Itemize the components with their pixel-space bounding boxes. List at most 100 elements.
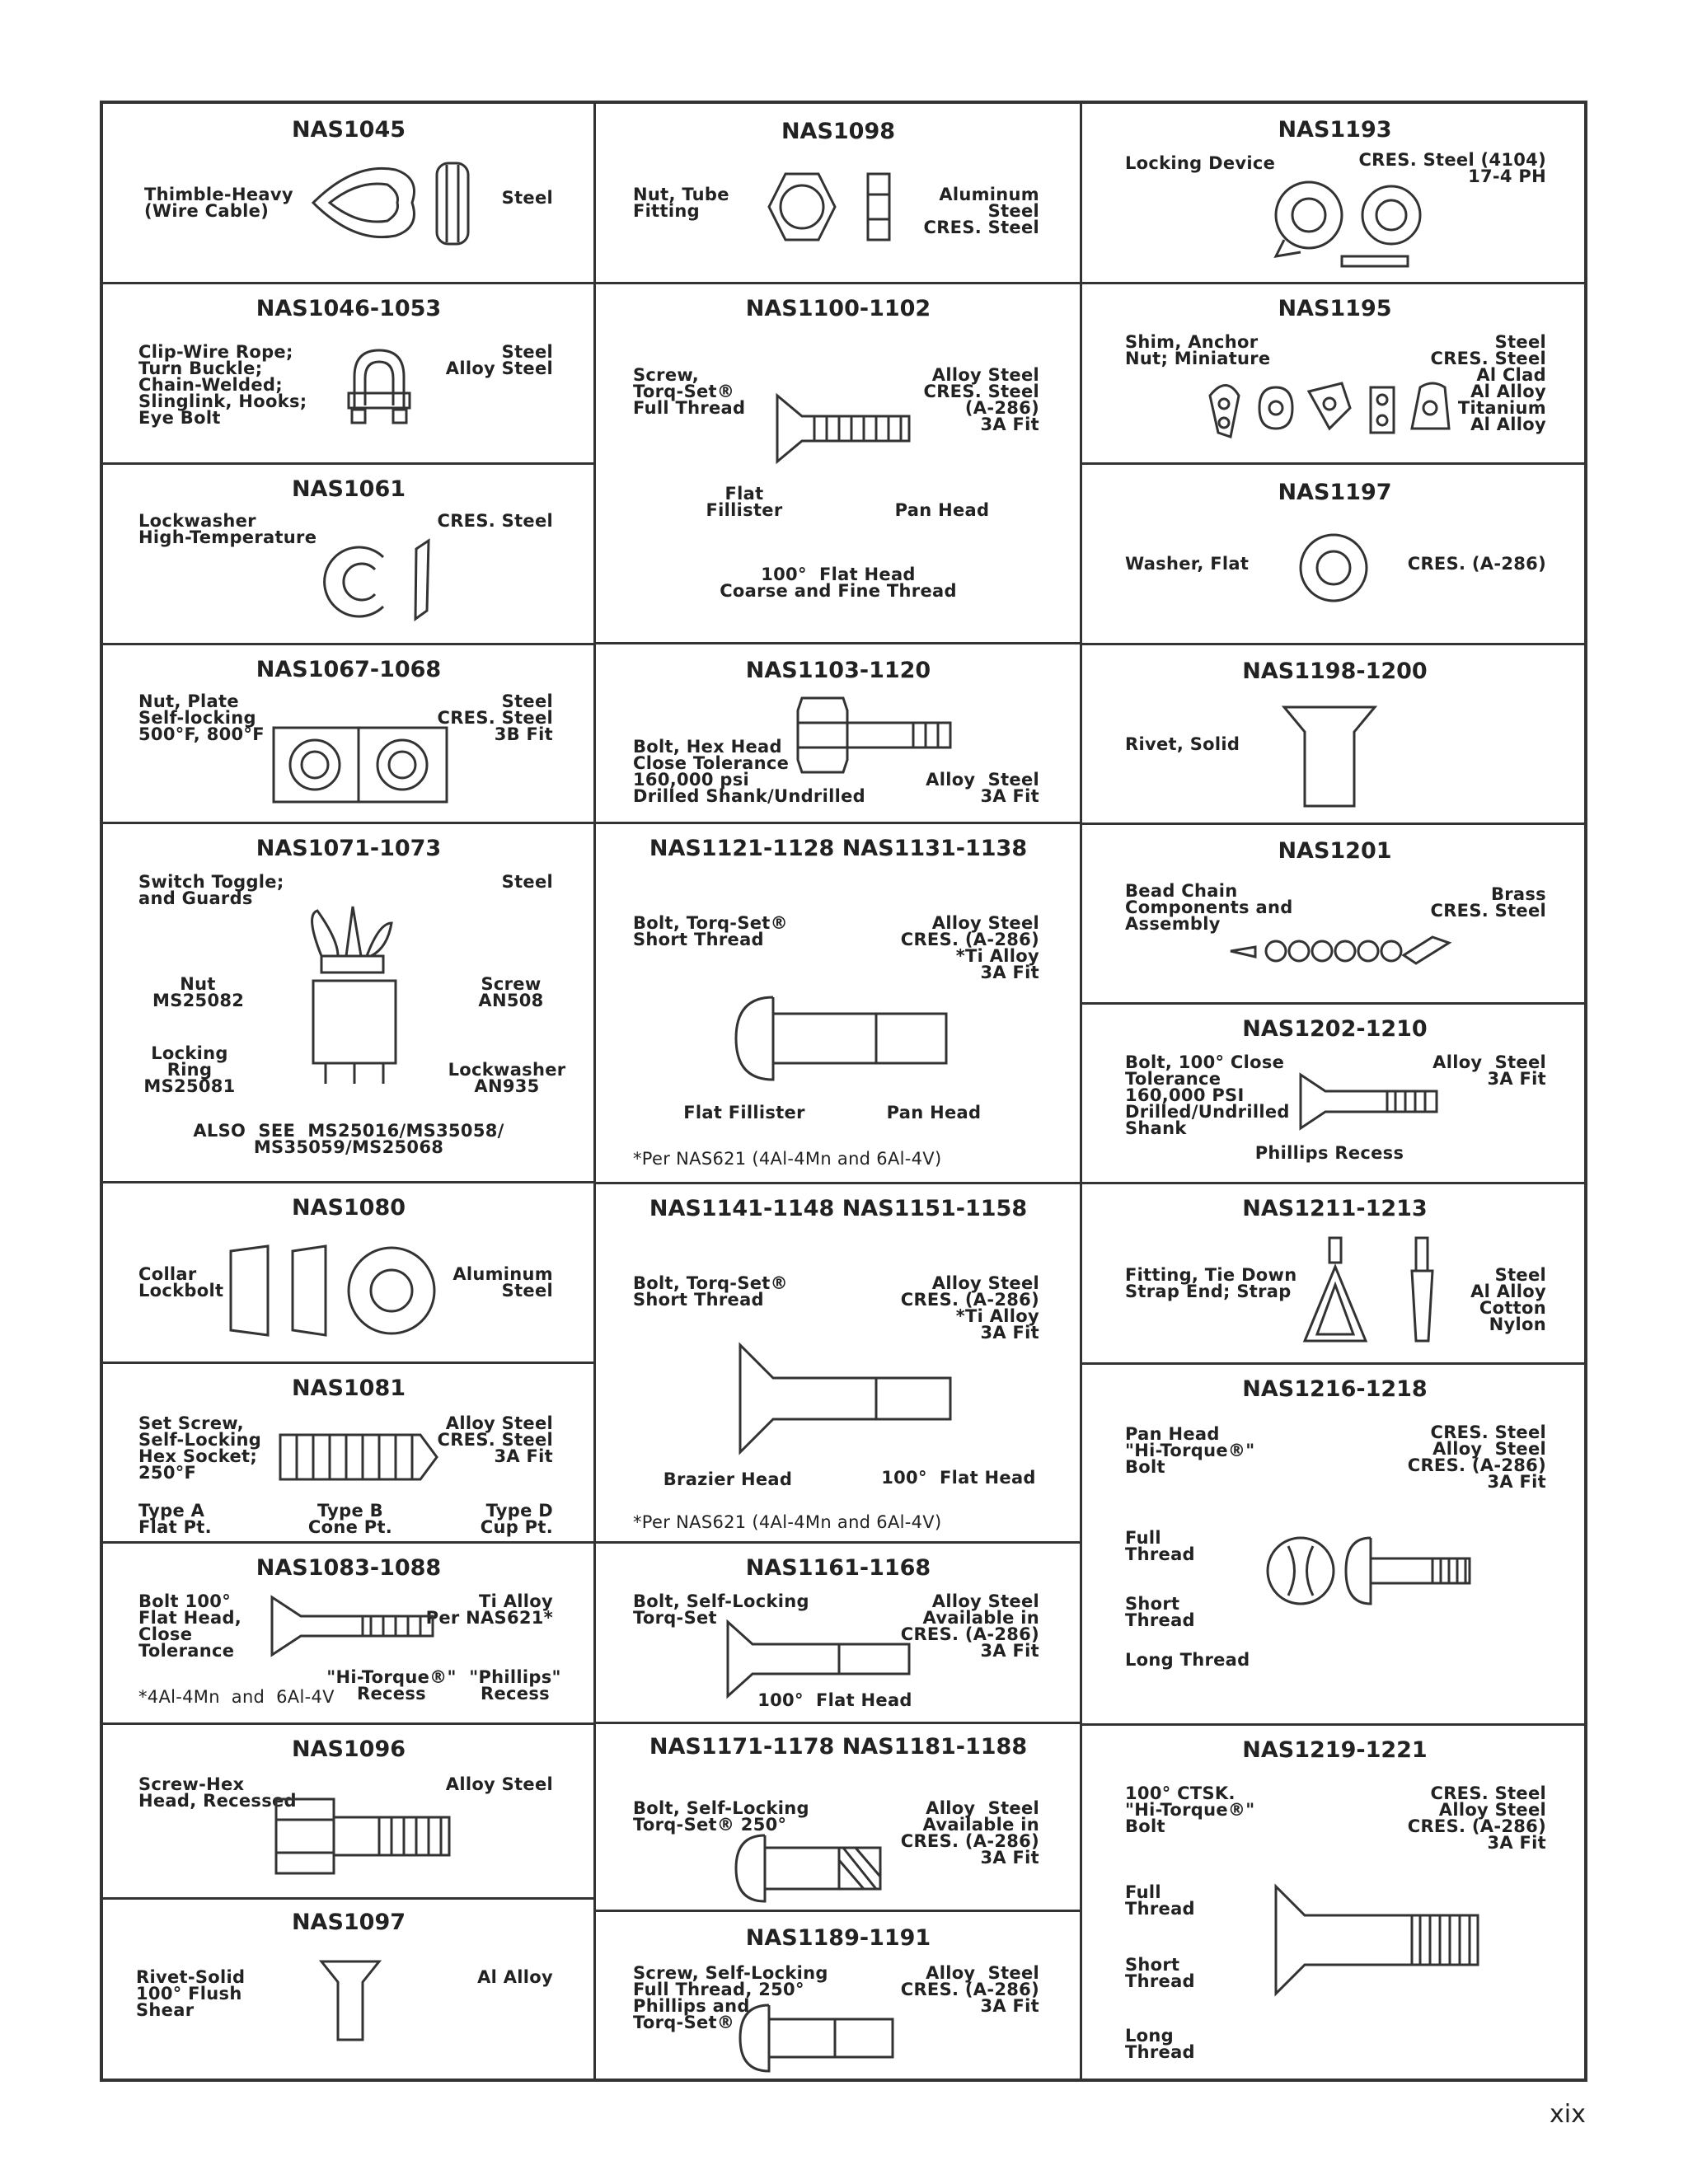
part-material: Ti Alloy Per NAS621* xyxy=(425,1591,553,1628)
close-tolerance-bolt-illustration xyxy=(1299,1072,1438,1131)
cell-nas1103-1120: NAS1103-1120 Bolt, Hex Head Close Tolera… xyxy=(596,644,1081,824)
part-description: Bolt, Torq-Set® Short Thread xyxy=(633,1273,788,1310)
part-material: CRES. Steel xyxy=(437,511,553,531)
cell-nas1071-1073: NAS1071-1073 Switch Toggle; and Guards S… xyxy=(103,824,594,1183)
column-divider-1 xyxy=(593,104,596,2079)
long-thread-label: Long Thread xyxy=(1125,1650,1250,1670)
part-number: NAS1046-1053 xyxy=(256,296,442,321)
callout-nut: Nut MS25082 xyxy=(152,974,245,1010)
torq-set-screw-illustration xyxy=(776,392,911,465)
part-number: NAS1081 xyxy=(291,1376,406,1401)
brazier-head-label: Brazier Head xyxy=(663,1469,793,1489)
part-description: Clip-Wire Rope; Turn Buckle; Chain-Welde… xyxy=(138,342,307,428)
part-number: NAS1103-1120 xyxy=(745,658,931,683)
full-thread-label: Full Thread xyxy=(1125,1882,1195,1919)
type-b-label: Type B Cone Pt. xyxy=(307,1501,393,1537)
part-number: NAS1201 xyxy=(1278,838,1392,864)
short-thread-label: Short Thread xyxy=(1125,1594,1195,1630)
set-screw-illustration xyxy=(279,1433,438,1481)
self-locking-torq-set-bolt-illustration xyxy=(734,1834,882,1903)
flat-washer-illustration xyxy=(1299,533,1368,602)
cell-nas1045: NAS1045 Thimble-Heavy (Wire Cable) Steel xyxy=(103,104,594,284)
cell-nas1216-1218: NAS1216-1218 Pan Head "Hi-Torque®" Bolt … xyxy=(1082,1365,1587,1726)
part-description: Switch Toggle; and Guards xyxy=(138,872,284,908)
part-number: NAS1141-1148 NAS1151-1158 xyxy=(649,1196,1028,1221)
part-number: NAS1096 xyxy=(291,1736,406,1762)
part-description: Bead Chain Components and Assembly xyxy=(1125,881,1293,934)
plate-nut-illustration xyxy=(272,726,448,804)
wire-rope-clip-illustration xyxy=(347,349,411,424)
part-material: Alloy Steel Available in CRES. (A-286) 3… xyxy=(900,1591,1039,1661)
short-thread-label: Short Thread xyxy=(1125,1955,1195,1991)
callout-lockwasher: Lockwasher AN935 xyxy=(448,1060,566,1096)
hex-screw-illustration xyxy=(274,1797,451,1875)
part-description: Bolt, Self-Locking Torq-Set xyxy=(633,1591,809,1628)
flat-fillister-label: Flat Fillister xyxy=(683,1103,805,1122)
cell-nas1098: NAS1098 Nut, Tube Fitting Aluminum Steel… xyxy=(596,104,1081,284)
part-description: Washer, Flat xyxy=(1125,554,1250,574)
alloy-footnote: *4Al-4Mn and 6Al-4V xyxy=(138,1687,335,1707)
torq-set-bolt-illustration xyxy=(734,996,948,1081)
part-number: NAS1171-1178 NAS1181-1188 xyxy=(649,1734,1028,1760)
part-number: NAS1189-1191 xyxy=(745,1925,931,1951)
phillips-recess-label: Phillips Recess xyxy=(1254,1143,1404,1163)
cell-nas1202-1210: NAS1202-1210 Bolt, 100° Close Tolerance … xyxy=(1082,1005,1587,1184)
part-number: NAS1067-1068 xyxy=(256,657,442,682)
flat-head-torq-set-bolt-illustration xyxy=(738,1342,952,1455)
self-locking-screw-illustration xyxy=(738,2004,894,2073)
thimble-illustration xyxy=(311,162,470,246)
part-number: NAS1100-1102 xyxy=(745,296,931,321)
type-d-label: Type D Cup Pt. xyxy=(480,1501,553,1537)
part-number: NAS1219-1221 xyxy=(1242,1737,1428,1763)
part-material: Alloy Steel CRES. Steel 3A Fit xyxy=(437,1413,553,1466)
part-material: Alloy Steel CRES. (A-286) *Ti Alloy 3A F… xyxy=(900,1273,1039,1343)
solid-rivet-illustration xyxy=(1281,705,1378,808)
part-description: 100° CTSK. "Hi-Torque®" Bolt xyxy=(1125,1783,1255,1836)
hex-head-bolt-illustration xyxy=(796,696,952,774)
part-description: Collar Lockbolt xyxy=(138,1264,224,1301)
part-description: Rivet, Solid xyxy=(1125,734,1240,754)
part-material: Alloy Steel 3A Fit xyxy=(1432,1052,1546,1089)
full-thread-label: Full Thread xyxy=(1125,1528,1195,1564)
part-description: Nut, Tube Fitting xyxy=(633,185,729,221)
alloy-footnote: *Per NAS621 (4Al-4Mn and 6Al-4V) xyxy=(633,1149,942,1169)
page-number: xix xyxy=(1550,2100,1586,2129)
part-material: Steel CRES. Steel Al Clad Al Alloy Titan… xyxy=(1430,332,1546,434)
pan-head-label: Pan Head xyxy=(894,500,990,520)
part-number: NAS1045 xyxy=(291,117,406,143)
part-number: NAS1197 xyxy=(1278,480,1392,505)
part-material: Al Alloy xyxy=(477,1967,553,1987)
part-description: Pan Head "Hi-Torque®" Bolt xyxy=(1125,1424,1255,1477)
part-description: Bolt 100° Flat Head, Close Tolerance xyxy=(138,1591,242,1661)
part-material: CRES. Steel (4104) 17-4 PH xyxy=(1358,150,1546,186)
part-material: Steel CRES. Steel 3B Fit xyxy=(437,691,553,744)
part-description: Locking Device xyxy=(1125,153,1276,173)
flat-fillister-label: Flat Fillister xyxy=(706,484,783,520)
part-number: NAS1211-1213 xyxy=(1242,1196,1428,1221)
part-description: Fitting, Tie Down Strap End; Strap xyxy=(1125,1265,1297,1301)
cell-nas1171-1188: NAS1171-1178 NAS1181-1188 Bolt, Self-Loc… xyxy=(596,1724,1081,1912)
part-number: NAS1193 xyxy=(1278,117,1392,143)
cell-nas1080: NAS1080 Collar Lockbolt Aluminum Steel xyxy=(103,1183,594,1364)
part-material: CRES. (A-286) xyxy=(1407,554,1546,574)
cell-nas1201: NAS1201 Bead Chain Components and Assemb… xyxy=(1082,825,1587,1005)
phillips-recess-label: "Phillips" Recess xyxy=(469,1667,561,1704)
cell-nas1061: NAS1061 Lockwasher High-Temperature CRES… xyxy=(103,465,594,645)
cell-nas1189-1191: NAS1189-1191 Screw, Self-Locking Full Th… xyxy=(596,1912,1081,2085)
cell-nas1096: NAS1096 Screw-Hex Head, Recessed Alloy S… xyxy=(103,1725,594,1900)
toggle-switch-illustration xyxy=(311,906,397,1084)
callout-screw: Screw AN508 xyxy=(478,974,544,1010)
cell-nas1161-1168: NAS1161-1168 Bolt, Self-Locking Torq-Set… xyxy=(596,1544,1081,1724)
part-material: Steel xyxy=(501,188,553,208)
cell-nas1193: NAS1193 Locking Device CRES. Steel (4104… xyxy=(1082,104,1587,284)
part-material: Alloy Steel CRES. Steel (A-286) 3A Fit xyxy=(923,365,1039,434)
cell-nas1083-1088: NAS1083-1088 Bolt 100° Flat Head, Close … xyxy=(103,1544,594,1725)
hi-torque-recess-label: "Hi-Torque®" Recess xyxy=(326,1667,457,1704)
long-thread-label: Long Thread xyxy=(1125,2026,1195,2062)
part-material: Alloy Steel CRES. (A-286) *Ti Alloy 3A F… xyxy=(900,913,1039,982)
pan-head-label: Pan Head xyxy=(886,1103,982,1122)
cell-nas1121-1138: NAS1121-1128 NAS1131-1138 Bolt, Torq-Set… xyxy=(596,824,1081,1184)
lockwasher-illustration xyxy=(323,538,430,621)
part-description: Bolt, Torq-Set® Short Thread xyxy=(633,913,788,949)
part-material: Aluminum Steel CRES. Steel xyxy=(923,185,1039,237)
